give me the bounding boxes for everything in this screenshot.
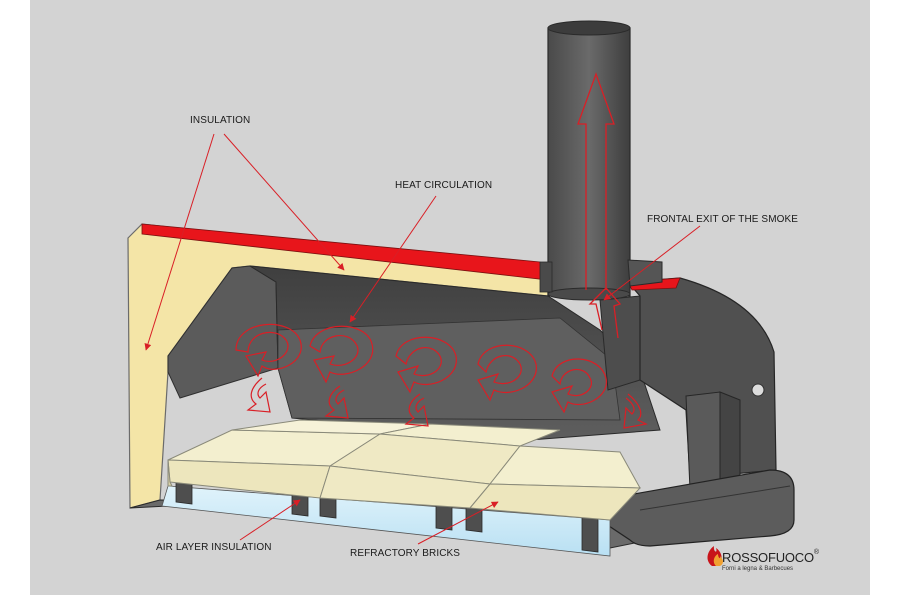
label-heat-circulation: HEAT CIRCULATION: [395, 180, 493, 191]
brand-tagline: Forni a legna & Barbecues: [722, 566, 794, 572]
label-air-layer: AIR LAYER INSULATION: [156, 542, 272, 553]
air-layer-arrow: [239, 499, 301, 541]
insulation-arrow-right: [223, 133, 345, 271]
brand-flame-logo: [707, 546, 723, 566]
insulation-arrow-left: [144, 133, 215, 351]
brand-name: ROSSOFUOCO: [722, 550, 814, 566]
frontal-exit-arrow: [603, 225, 701, 301]
brand-registered-mark: ®: [813, 549, 820, 556]
label-insulation: INSULATION: [190, 115, 251, 126]
heat-circulation-swirls: [235, 323, 648, 429]
label-refractory-bricks: REFRACTORY BRICKS: [350, 548, 461, 559]
heat-circulation-arrow: [349, 195, 437, 323]
brand-block: ROSSOFUOCO® Forni a legna & Barbecues: [706, 549, 820, 572]
annotation-arrows: [144, 133, 701, 545]
chimney: [539, 20, 663, 301]
refractory-bricks-arrow: [417, 501, 499, 545]
label-frontal-exit: FRONTAL EXIT OF THE SMOKE: [647, 214, 799, 225]
smoke-exit-arrow: [577, 72, 622, 339]
air-layer: [161, 481, 611, 557]
vent-knob: [751, 383, 765, 397]
refractory-bricks: [167, 419, 642, 521]
